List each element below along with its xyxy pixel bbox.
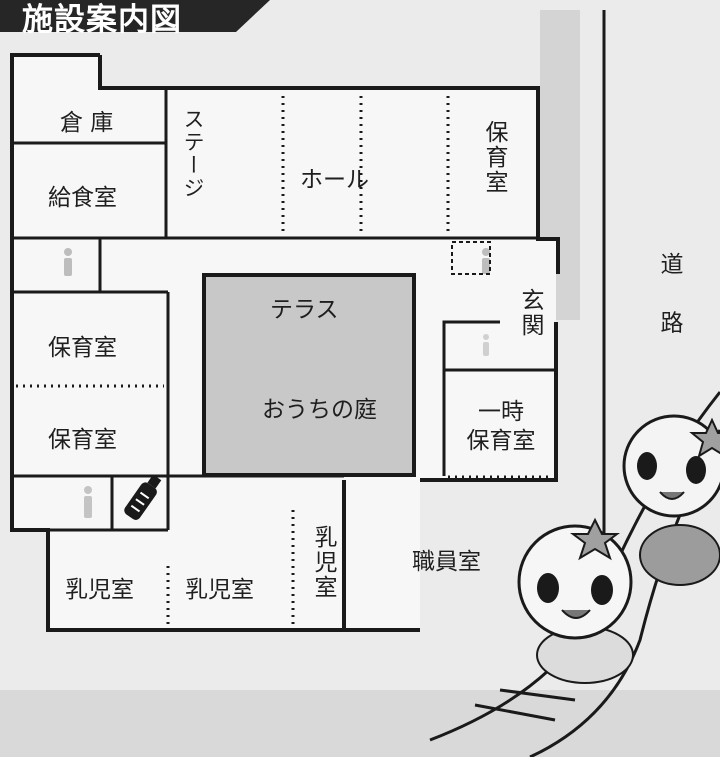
room-hall: ホール <box>300 167 369 193</box>
header-banner <box>0 0 270 32</box>
room-storage: 倉 庫 <box>60 110 114 136</box>
room-temp-care-line1: 一時 <box>478 399 524 425</box>
room-staff: 職員室 <box>412 549 481 575</box>
room-nursery-left-2: 保育室 <box>48 427 117 453</box>
toilet-icon <box>84 486 92 518</box>
room-garden: おうちの庭 <box>262 397 377 423</box>
toilet-icon <box>64 248 72 276</box>
room-infant-1: 乳児室 <box>65 577 134 603</box>
outer-wall-north <box>98 55 560 274</box>
toilet-icon <box>482 248 490 274</box>
room-infant-3: 乳児室 <box>310 525 336 600</box>
room-infant-2: 乳児室 <box>185 577 254 603</box>
baby-bottle-icon <box>124 474 162 520</box>
room-temp-care: 一時 保育室 <box>456 398 546 456</box>
room-stage: ステージ <box>181 108 205 200</box>
map-title: 施設案内図 <box>22 2 182 38</box>
toilet-icon <box>483 334 489 356</box>
bottom-shadow <box>0 690 720 757</box>
outer-wall-west <box>10 53 420 632</box>
outer-wall-east <box>420 322 558 482</box>
room-entrance: 玄関 <box>517 288 543 338</box>
mascot-character-icon <box>517 517 634 684</box>
room-nursery-top: 保育室 <box>481 120 507 195</box>
room-temp-care-line2: 保育室 <box>466 427 536 454</box>
room-kitchen: 給食室 <box>48 185 117 211</box>
wall <box>442 320 500 476</box>
room-nursery-left-1: 保育室 <box>48 335 117 361</box>
mascot-character-icon <box>622 414 720 586</box>
room-terrace: テラス <box>270 297 339 323</box>
staff-room-wall <box>342 480 420 632</box>
road-label: 道 路 <box>656 252 682 348</box>
